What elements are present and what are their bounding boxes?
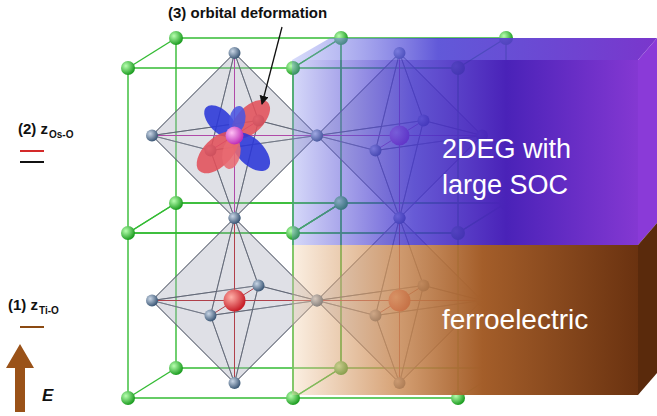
cell-edge [128,67,293,68]
cell-edge [128,38,176,68]
cell-edge [128,232,293,233]
callout-label: (3) orbital deformation [168,4,327,21]
field-label: E [42,386,53,406]
bond [152,300,235,301]
a-site-atom [169,31,183,45]
subscript: Ti-O [39,305,59,316]
bond [234,301,235,384]
cell-edge [127,233,128,398]
a-site-atom [121,226,135,240]
oxygen-atom [229,377,241,389]
oxygen-atom [146,130,158,142]
block-side-lower [638,223,657,395]
os-atom [226,127,244,145]
cell-edge [293,397,458,398]
oxygen-atom [229,212,241,224]
cell-edge [127,68,128,233]
orbital-lobes [189,93,277,181]
a-site-atom [121,61,135,75]
oxygen-atom [253,280,265,292]
a-site-atom [169,196,183,210]
subscript: Os-O [49,129,73,140]
material-layer-band: ferroelectric [292,245,638,395]
leader-arrow [262,27,282,104]
layer-label: ferroelectric [442,302,588,338]
orbital-lobe [189,124,246,181]
heterostructure-block [292,38,657,395]
cell-edge [128,397,293,398]
cell-edge [128,368,176,398]
field-arrow [6,344,34,412]
material-layer-band: 2DEG with large SOC [292,60,638,245]
oxygen-atom [229,212,241,224]
layer-label: 2DEG with large SOC [442,132,616,202]
ti-level-line [20,326,44,328]
oxygen-atom [229,47,241,59]
a-site-atom [169,361,183,375]
oxygen-atom [205,310,217,322]
a-site-atom [121,391,135,405]
block-top-face [292,38,657,60]
cell-edge [128,203,176,233]
cell-edge [128,203,176,233]
callout-number: (1) z [8,296,38,313]
ti-atom [224,290,246,312]
bond [234,218,235,301]
ref-level-line [20,161,44,163]
block-side-upper [638,38,657,245]
os-level-line [20,150,44,152]
callout-number: (2) z [18,120,48,137]
cell-edge [128,232,293,233]
oxygen-atom [146,295,158,307]
cell-edge [176,37,341,38]
